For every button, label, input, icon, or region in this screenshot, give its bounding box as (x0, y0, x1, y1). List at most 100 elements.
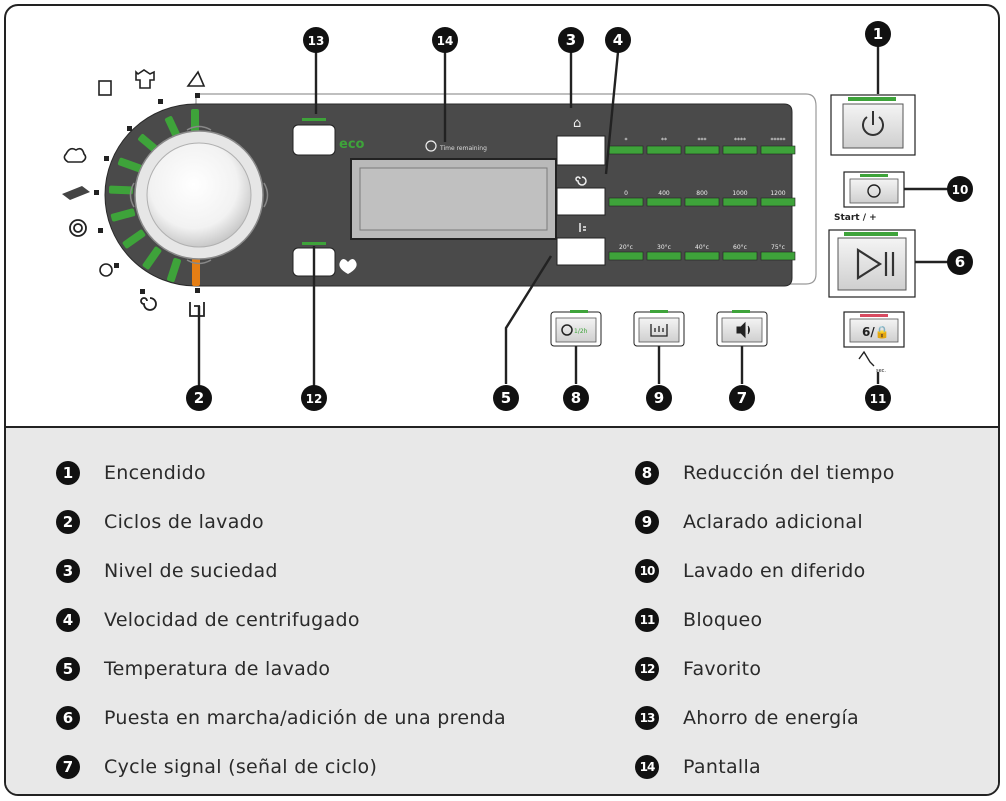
power-button[interactable] (830, 94, 916, 156)
extra-rinse-button[interactable] (633, 310, 685, 347)
legend-badge: 4 (56, 608, 80, 632)
led-label: **** (734, 137, 746, 144)
dot-marker (127, 126, 132, 131)
led-label: 1000 (732, 190, 747, 197)
dot-marker (94, 190, 99, 195)
delay-clock-icon (867, 184, 881, 198)
callout-number: 3 (566, 31, 576, 49)
dot-marker (158, 99, 163, 104)
callout-badge (301, 385, 327, 411)
callout-badge (605, 27, 631, 53)
program-led-orange (192, 258, 200, 286)
temperature-button[interactable] (556, 237, 606, 266)
legend-badge: 8 (635, 461, 659, 485)
program-led (110, 208, 136, 222)
callout-badge (186, 385, 212, 411)
time-reduction-button[interactable]: 1/2h (550, 310, 602, 347)
led-label: 1200 (770, 190, 785, 197)
start-pause-button[interactable] (828, 229, 916, 298)
lock-button[interactable]: 6/🔒 (843, 311, 905, 348)
led-label: 400 (658, 190, 670, 197)
eco-label: eco (339, 137, 365, 152)
callout-badge (729, 385, 755, 411)
callout-badge (303, 27, 329, 53)
legend-badge: 9 (635, 510, 659, 534)
soil-level-button[interactable] (556, 135, 606, 166)
program-led (122, 229, 146, 249)
led-indicator (684, 251, 720, 261)
led-label: 20°c (619, 244, 633, 251)
legend-badge: 2 (56, 510, 80, 534)
led-indicator (684, 145, 720, 155)
spin-speed-button[interactable] (556, 187, 606, 216)
callout-number: 14 (437, 34, 454, 48)
callout-badge (865, 385, 891, 411)
dot-marker (140, 289, 145, 294)
led-label: 30°c (657, 244, 671, 251)
callout-number: 6 (955, 253, 965, 271)
legend-text: Aclarado adicional (683, 511, 863, 533)
delayed-wash-button[interactable] (843, 171, 905, 208)
legend-text: Pantalla (683, 756, 761, 778)
wool-icon (69, 219, 87, 237)
heart-icon (339, 259, 357, 274)
led-indicator (646, 145, 682, 155)
callout-number: 2 (194, 389, 204, 407)
program-knob[interactable] (129, 125, 269, 265)
legend-badge: 6 (56, 706, 80, 730)
callout-badge (947, 249, 973, 275)
program-led (191, 109, 199, 135)
legend-badge: 7 (56, 755, 80, 779)
callout-number: 10 (952, 183, 969, 197)
legend-badge: 13 (635, 706, 659, 730)
legend-text: Nivel de suciedad (104, 560, 278, 582)
legend-text: Reducción del tiempo (683, 462, 895, 484)
callout-badge (493, 385, 519, 411)
led-indicator (760, 251, 796, 261)
callout-badge (563, 385, 589, 411)
legend-badge: 12 (635, 657, 659, 681)
led-label: ***** (771, 137, 786, 144)
leader-line (604, 51, 620, 175)
callout-number: 11 (870, 392, 887, 406)
callout-number: 5 (501, 389, 511, 407)
led-indicator (608, 251, 644, 261)
legend-text: Ciclos de lavado (104, 511, 264, 533)
power-icon (862, 111, 884, 136)
led-label: *** (698, 137, 707, 144)
time-remaining-label: Time remaining (439, 145, 487, 152)
leader-line (504, 255, 553, 384)
dot-marker (195, 288, 200, 293)
led-label: 40°c (695, 244, 709, 251)
speaker-icon (736, 321, 750, 339)
callout-number: 7 (737, 389, 747, 407)
sec-label: sec. (876, 368, 886, 374)
led-indicator (646, 251, 682, 261)
callout-badge (646, 385, 672, 411)
led-label: 0 (624, 190, 628, 197)
legend-badge: 10 (635, 559, 659, 583)
cycle-signal-button[interactable] (716, 310, 768, 347)
cotton-icon (63, 147, 87, 163)
legend-text: Velocidad de centrifugado (104, 609, 360, 631)
eco-button[interactable] (292, 124, 336, 156)
legend-text: Encendido (104, 462, 206, 484)
program-led (108, 185, 134, 195)
spin-icon (140, 297, 157, 311)
legend-badge: 5 (56, 657, 80, 681)
legend-item: 9 Aclarado adicional (635, 507, 863, 537)
time-reduction-label: 1/2h (574, 328, 588, 335)
iron-icon (186, 70, 206, 87)
clock-icon (561, 324, 573, 336)
led-indicator (722, 251, 758, 261)
